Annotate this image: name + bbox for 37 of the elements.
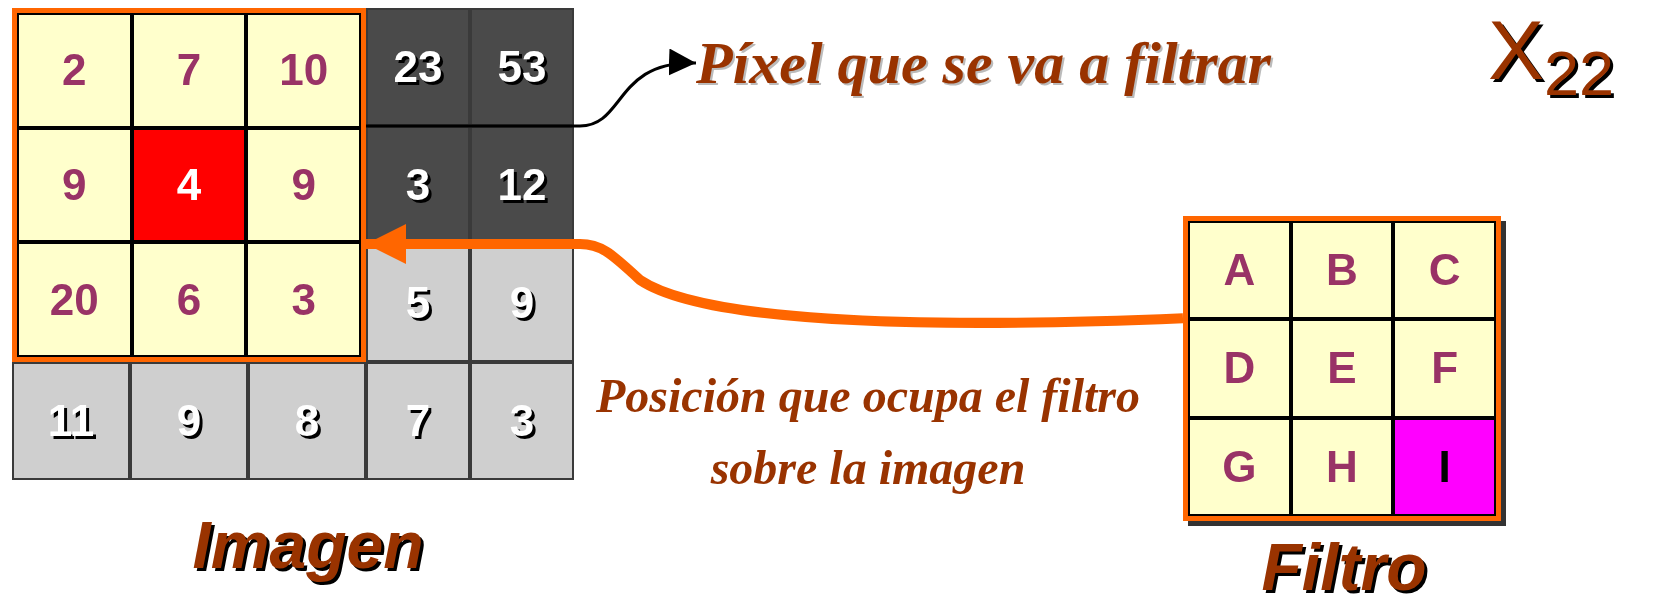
filter-cell: G	[1188, 417, 1291, 516]
pixel-cell: 23	[368, 10, 468, 124]
pixel-cell: 9	[17, 127, 132, 243]
position-caption: Posición que ocupa el filtro sobre la imagen	[595, 368, 1141, 496]
pixel-cell: 53	[472, 10, 572, 124]
pixel-cell: 9	[246, 127, 361, 243]
pixel-cell: 3	[472, 364, 572, 478]
filter-cell: A	[1188, 221, 1291, 320]
filter-title: Filtro	[1260, 530, 1428, 605]
pixel-cell: 12	[472, 128, 572, 242]
pixel-cell: 6	[131, 242, 247, 357]
filter-cell: I	[1393, 417, 1496, 516]
arrow	[366, 224, 1184, 328]
filter-cell: H	[1290, 417, 1394, 516]
filter-cell: C	[1393, 221, 1496, 320]
pixel-cell: 8	[250, 364, 364, 478]
variable-label: X$_{22}$	[1488, 2, 1615, 100]
pixel-cell: 9	[132, 364, 246, 478]
pixel-caption: Píxel que se va a filtrar	[696, 28, 1271, 98]
pixel-cell: 11	[14, 364, 128, 478]
pixel-cell: 7	[131, 13, 247, 128]
pixel-cell: 7	[368, 364, 468, 478]
pixel-cell: 5	[368, 246, 468, 360]
image-title: Imagen	[191, 507, 425, 584]
pixel-cell: 3	[368, 128, 468, 242]
filter-cell: B	[1290, 221, 1394, 320]
pixel-cell: 3	[246, 242, 361, 357]
pixel-cell: 20	[17, 242, 132, 357]
pixel-cell: 9	[472, 246, 572, 360]
arrow	[366, 50, 697, 128]
filter-window-frame	[12, 8, 366, 362]
filter-cell: E	[1290, 319, 1394, 418]
pixel-cell: 4	[131, 127, 247, 243]
filter-cell: F	[1393, 319, 1496, 418]
filter-cell: D	[1188, 319, 1291, 418]
pixel-cell: 10	[246, 13, 361, 128]
pixel-cell: 2	[17, 13, 132, 128]
